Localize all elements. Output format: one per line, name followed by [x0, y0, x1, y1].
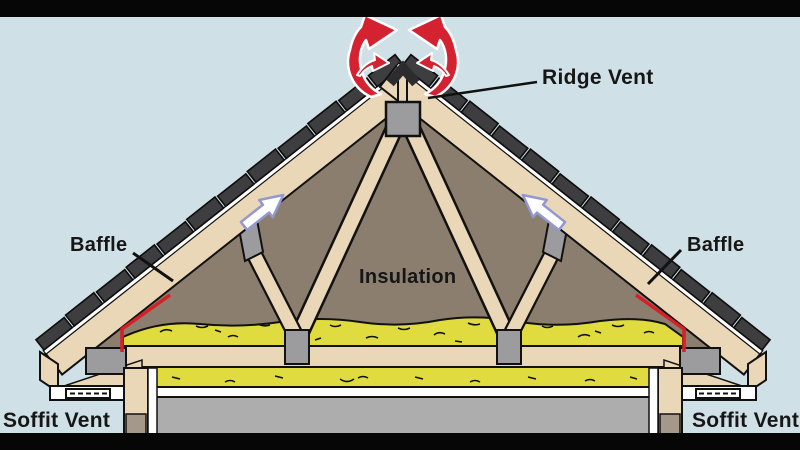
wall-top-plate	[85, 347, 127, 375]
attic-insulation-batt	[122, 316, 684, 347]
ridge-vent-label: Ridge Vent	[542, 66, 654, 89]
soffit-vent-left-label: Soffit Vent	[3, 409, 111, 432]
baffle-line	[120, 293, 172, 352]
ridge-cap-shingle	[386, 60, 420, 87]
room-interior	[157, 397, 649, 434]
baffle-right-leader-line	[646, 248, 683, 286]
wall-interior-face	[147, 367, 158, 435]
wall-footer-block	[125, 413, 147, 435]
truss-diagonal-web	[287, 108, 411, 346]
baffle-right-label: Baffle	[687, 234, 745, 256]
letterbox-top	[0, 0, 800, 17]
letterbox-bottom	[0, 433, 800, 450]
truss-bottom-chord	[99, 345, 707, 368]
ridge-vent-leader-line	[427, 80, 538, 100]
roof-slope	[34, 53, 428, 376]
baffle-left-label: Baffle	[70, 234, 128, 256]
ridge-block	[384, 100, 422, 138]
ceiling-insulation-batt	[147, 366, 659, 388]
ceiling-board	[147, 386, 659, 398]
roof-left-half	[34, 13, 428, 435]
airflow-arrow	[239, 193, 285, 232]
insulation-label: Insulation	[359, 266, 457, 288]
ridge-exhaust-arrow-small	[356, 52, 390, 77]
ceiling-insulation-texture	[171, 375, 638, 383]
truss-gusset-block	[284, 329, 310, 365]
baffle-left-leader-line	[132, 251, 174, 283]
soffit-vent-right-label: Soffit Vent	[692, 409, 800, 432]
truss-short-web	[242, 242, 306, 344]
